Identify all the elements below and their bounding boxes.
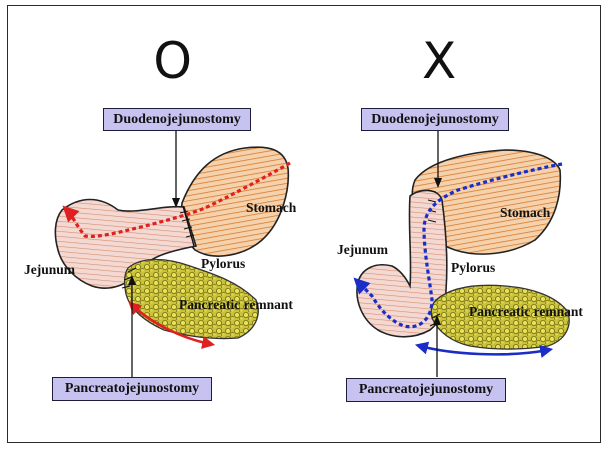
right-panel-illustration [357,130,569,377]
left-pylorus-label: Pylorus [201,256,245,272]
left-panel-illustration [55,130,290,377]
left-stomach-label: Stomach [246,200,296,216]
right-duodenojejunostomy-label: Duodenojejunostomy [361,108,509,131]
right-incorrect-symbol: X [422,36,456,86]
right-pylorus-label: Pylorus [451,260,495,276]
left-jejunum-label: Jejunum [24,262,75,278]
left-duodenojejunostomy-label: Duodenojejunostomy [103,108,251,131]
right-jejunum-label: Jejunum [337,242,388,258]
right-pancreas-label: Pancreatic remnant [469,304,583,320]
left-pancreas-label: Pancreatic remnant [179,297,293,313]
left-pancreatojejunostomy-label: Pancreatojejunostomy [52,377,212,401]
right-pancreatojejunostomy-label: Pancreatojejunostomy [346,378,506,402]
right-stomach-label: Stomach [500,205,550,221]
left-correct-symbol: O [153,36,192,86]
